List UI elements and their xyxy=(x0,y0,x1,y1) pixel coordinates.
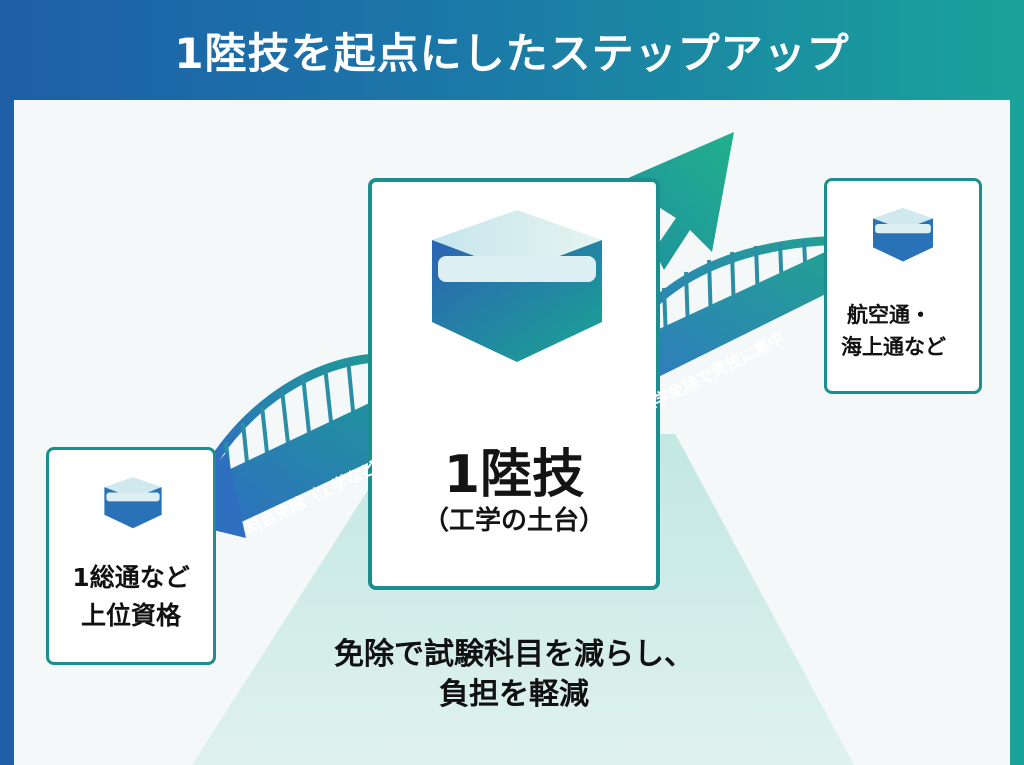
left-card: 1総通など 上位資格 xyxy=(46,447,216,665)
center-card: 1陸技 （工学の土台） xyxy=(368,178,660,590)
page-title: 1陸技を起点にしたステップアップ xyxy=(174,28,850,78)
center-title: 1陸技 xyxy=(443,445,585,505)
caption-line2: 負担を軽減 xyxy=(439,677,589,712)
center-subtitle: （工学の土台） xyxy=(422,506,605,536)
left-node-line2: 上位資格 xyxy=(80,601,181,630)
header-bar: 1陸技を起点にしたステップアップ xyxy=(0,0,1024,100)
right-node-line1: 航空通・ xyxy=(847,303,931,327)
up-arrow-icon xyxy=(619,132,734,270)
cube-icon xyxy=(873,207,933,262)
right-node-line2: 海上通など xyxy=(841,335,946,359)
left-node-line1: 1総通など xyxy=(72,563,190,592)
cube-icon xyxy=(104,477,162,529)
caption-line1: 免除で試験科目を減らし、 xyxy=(334,637,694,672)
diagram-panel: 1陸技 （工学の土台） 1総通など 上位資格 航空通・ 海上通など 科目免除（工… xyxy=(14,100,1010,765)
caption: 免除で試験科目を減らし、 負担を軽減 xyxy=(244,635,784,715)
right-card: 航空通・ 海上通など xyxy=(824,178,982,394)
cube-icon xyxy=(432,210,602,362)
